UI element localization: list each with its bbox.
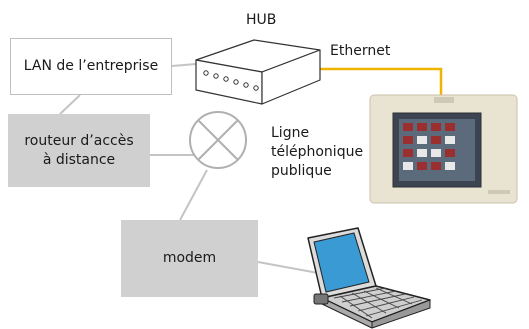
hub-label: HUB xyxy=(246,12,277,28)
router-box: routeur d’accès à distance xyxy=(8,114,150,187)
modem-box: modem xyxy=(121,220,258,297)
link-exchange-modem xyxy=(179,169,208,221)
router-label-line2: à distance xyxy=(42,151,116,168)
lan-box: LAN de l’entreprise xyxy=(10,38,172,95)
telephone-exchange-icon xyxy=(189,111,247,169)
phone-line-label-line3: publique xyxy=(271,163,332,179)
link-lan-router xyxy=(59,94,81,115)
touch-panel-icon xyxy=(369,94,518,204)
lan-label: LAN de l’entreprise xyxy=(23,58,159,74)
hub-device-icon xyxy=(195,39,321,105)
laptop-icon xyxy=(307,227,431,329)
modem-label: modem xyxy=(162,250,217,266)
link-lan-hub xyxy=(171,63,197,67)
phone-line-label-line2: téléphonique xyxy=(271,144,364,160)
link-ethernet xyxy=(320,67,443,95)
phone-line-label: Ligne téléphonique publique xyxy=(271,124,363,181)
ethernet-label: Ethernet xyxy=(330,43,391,59)
link-modem-laptop xyxy=(257,261,319,274)
phone-line-label-line1: Ligne xyxy=(271,125,310,141)
router-label-line1: routeur d’accès xyxy=(24,132,134,149)
router-label: routeur d’accès à distance xyxy=(24,132,133,170)
